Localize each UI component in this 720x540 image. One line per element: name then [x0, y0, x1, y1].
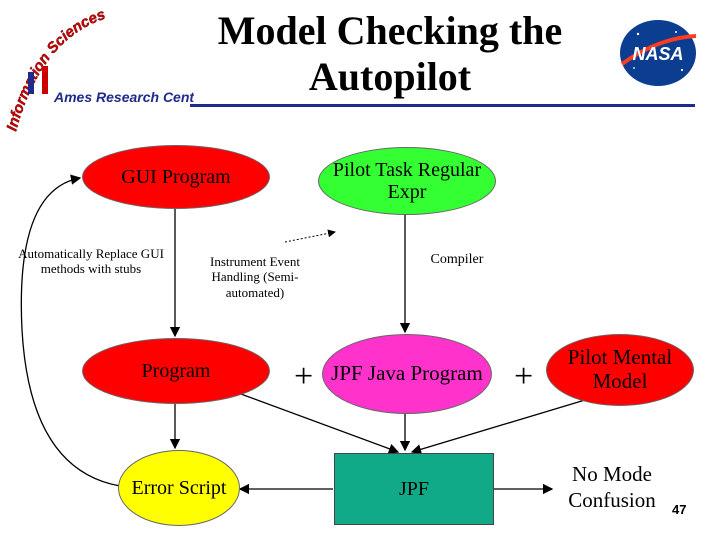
slide-title: Model Checking the Autopilot [217, 8, 563, 99]
title-underline [190, 104, 695, 107]
operator-plus-left: + [294, 358, 314, 395]
ames-research-center-logo: Information Sciences & Technology Ames R… [2, 4, 194, 133]
node-jpf: JPF [334, 453, 494, 525]
page-number: 47 [672, 502, 687, 517]
arrow-loop-errorscript-to-gui [20, 174, 121, 487]
label-compiler: Compiler [430, 252, 484, 267]
node-program: Program [82, 338, 270, 404]
node-pilot-mental-model: Pilot Mental Model [546, 334, 694, 406]
ames-center-text: Ames Research Center [53, 89, 194, 105]
node-jpf-java-program: JPF Java Program [322, 334, 492, 414]
node-no-mode-confusion: No Mode Confusion [568, 462, 656, 512]
operator-plus-right: + [514, 358, 534, 395]
nasa-meatball-logo: NASA [620, 20, 697, 86]
node-pilot-task: Pilot Task Regular Expr [318, 147, 496, 215]
arrow-program-to-jpf [229, 389, 400, 454]
node-error-script: Error Script [118, 450, 240, 526]
arrow-instrument-dotted [284, 229, 336, 243]
arrow-mentalmodel-to-jpf [410, 399, 586, 455]
label-replace-gui-methods: Automatically Replace GUI methods with s… [18, 246, 164, 277]
node-gui-program: GUI Program [82, 145, 270, 209]
label-instrument-event-handling: Instrument Event Handling (Semi-automate… [210, 254, 300, 300]
nasa-logo-text: NASA [632, 44, 683, 64]
